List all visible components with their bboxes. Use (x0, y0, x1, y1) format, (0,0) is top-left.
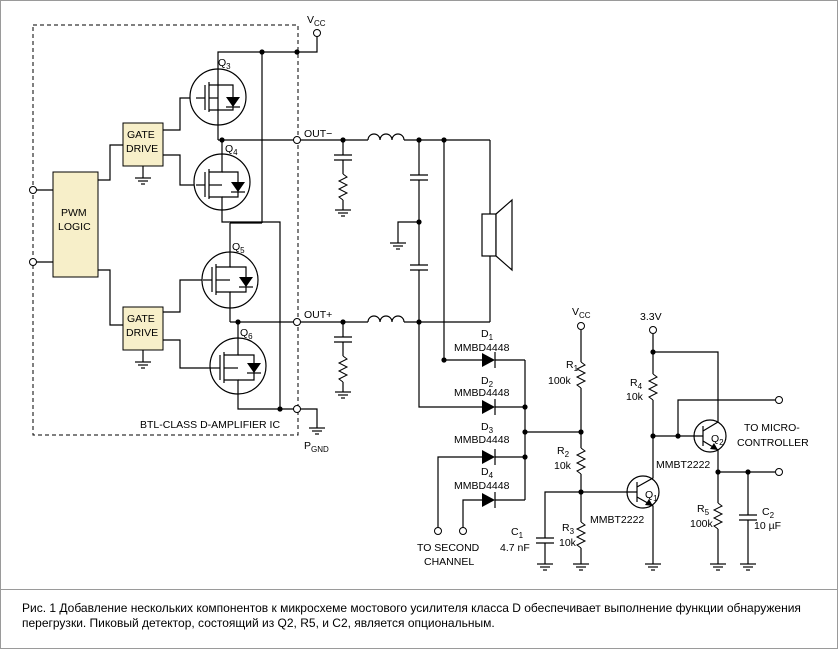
diode-d2 (482, 399, 496, 415)
to-micro-label: TO MICRO- (744, 422, 800, 434)
c2-label: C2 (762, 506, 775, 520)
d1-part: MMBD4448 (454, 342, 510, 354)
diode-d3 (482, 449, 496, 465)
resistor-r3 (575, 521, 587, 549)
d2-label: D2 (481, 375, 494, 389)
snubber-bottom (334, 322, 352, 399)
figure-caption: Рис. 1 Добавление нескольких компонентов… (22, 601, 801, 630)
diode-d4 (482, 492, 496, 508)
peak-output-terminal (775, 468, 783, 476)
resistor-r1 (575, 361, 587, 389)
svg-text:GATE: GATE (127, 313, 155, 325)
resistor-r5 (712, 502, 724, 530)
speaker (481, 140, 513, 322)
svg-text:LOGIC: LOGIC (58, 221, 91, 233)
d3-label: D3 (481, 421, 494, 435)
out-minus-label: OUT− (304, 128, 332, 140)
diode-d1 (482, 352, 496, 368)
r4-label: R4 (630, 377, 643, 391)
vcc-mid-terminal (577, 322, 585, 330)
d4-label: D4 (481, 466, 494, 480)
v33-label: 3.3V (640, 311, 662, 323)
pwm-input-terminal (29, 186, 37, 194)
pgnd-label: PGND (304, 440, 329, 454)
mosfet-q3 (189, 68, 247, 126)
snubber-top (334, 140, 352, 217)
r4-value: 10k (626, 391, 644, 403)
r3-label: R3 (562, 522, 575, 536)
q2-label: Q2 (711, 433, 724, 447)
second-channel-terminal (434, 527, 442, 535)
r1-label: R1 (566, 359, 579, 373)
c1-label: C1 (511, 526, 524, 540)
svg-text:DRIVE: DRIVE (126, 327, 158, 339)
to-micro-label: CONTROLLER (737, 437, 809, 449)
d2-part: MMBD4448 (454, 387, 510, 399)
r3-value: 10k (559, 537, 577, 549)
mosfet-q4 (193, 153, 251, 211)
q3-label: Q3 (218, 57, 231, 71)
schematic: BTL-CLASS D-AMPLIFIER IC PWM LOGIC GATE … (29, 14, 809, 571)
out-plus-label: OUT+ (304, 309, 332, 321)
svg-text:PWM: PWM (61, 207, 87, 219)
q4-label: Q4 (225, 143, 238, 157)
resistor-r2 (575, 447, 587, 475)
c1-value: 4.7 nF (500, 542, 530, 554)
gate-drive-bottom: GATE DRIVE (122, 306, 164, 351)
gate-drive-top: GATE DRIVE (122, 122, 164, 167)
q5-label: Q5 (232, 241, 245, 255)
output-caps (390, 140, 428, 322)
inductor-bottom (367, 315, 405, 323)
bjt-q1 (581, 440, 660, 564)
svg-text:DRIVE: DRIVE (126, 143, 158, 155)
q1-part: MMBT2222 (590, 514, 644, 526)
r2-label: R2 (557, 445, 570, 459)
micro-output-terminal (775, 396, 783, 404)
inductor-top (367, 133, 405, 141)
vcc-mid-label: VCC (572, 306, 591, 320)
v33-terminal (649, 326, 657, 334)
r2-value: 10k (554, 460, 572, 472)
vcc-terminal (313, 29, 321, 37)
ic-label: BTL-CLASS D-AMPLIFIER IC (140, 419, 280, 431)
vcc-top-label: VCC (307, 14, 326, 28)
second-channel-terminal (459, 527, 467, 535)
pwm-logic-block: PWM LOGIC (52, 171, 99, 278)
pwm-input-terminal (29, 258, 37, 266)
mosfet-q6 (208, 337, 267, 395)
r1-value: 100k (548, 375, 572, 387)
q6-label: Q6 (240, 327, 253, 341)
capacitor-c1 (536, 537, 554, 544)
svg-text:GATE: GATE (127, 129, 155, 141)
q1-label: Q1 (645, 489, 658, 503)
resistor-r4 (647, 373, 659, 401)
to-second-channel-label: TO SECOND (417, 542, 480, 554)
ic-boundary (32, 24, 299, 436)
r5-value: 100k (690, 518, 714, 530)
caption-divider (0, 589, 838, 590)
mosfet-q5 (201, 251, 259, 309)
to-second-channel-label: CHANNEL (424, 556, 474, 568)
d3-part: MMBD4448 (454, 434, 510, 446)
q2-part: MMBT2222 (656, 459, 710, 471)
d1-label: D1 (481, 328, 494, 342)
r5-label: R5 (697, 503, 710, 517)
d4-part: MMBD4448 (454, 480, 510, 492)
c2-value: 10 µF (754, 520, 781, 532)
